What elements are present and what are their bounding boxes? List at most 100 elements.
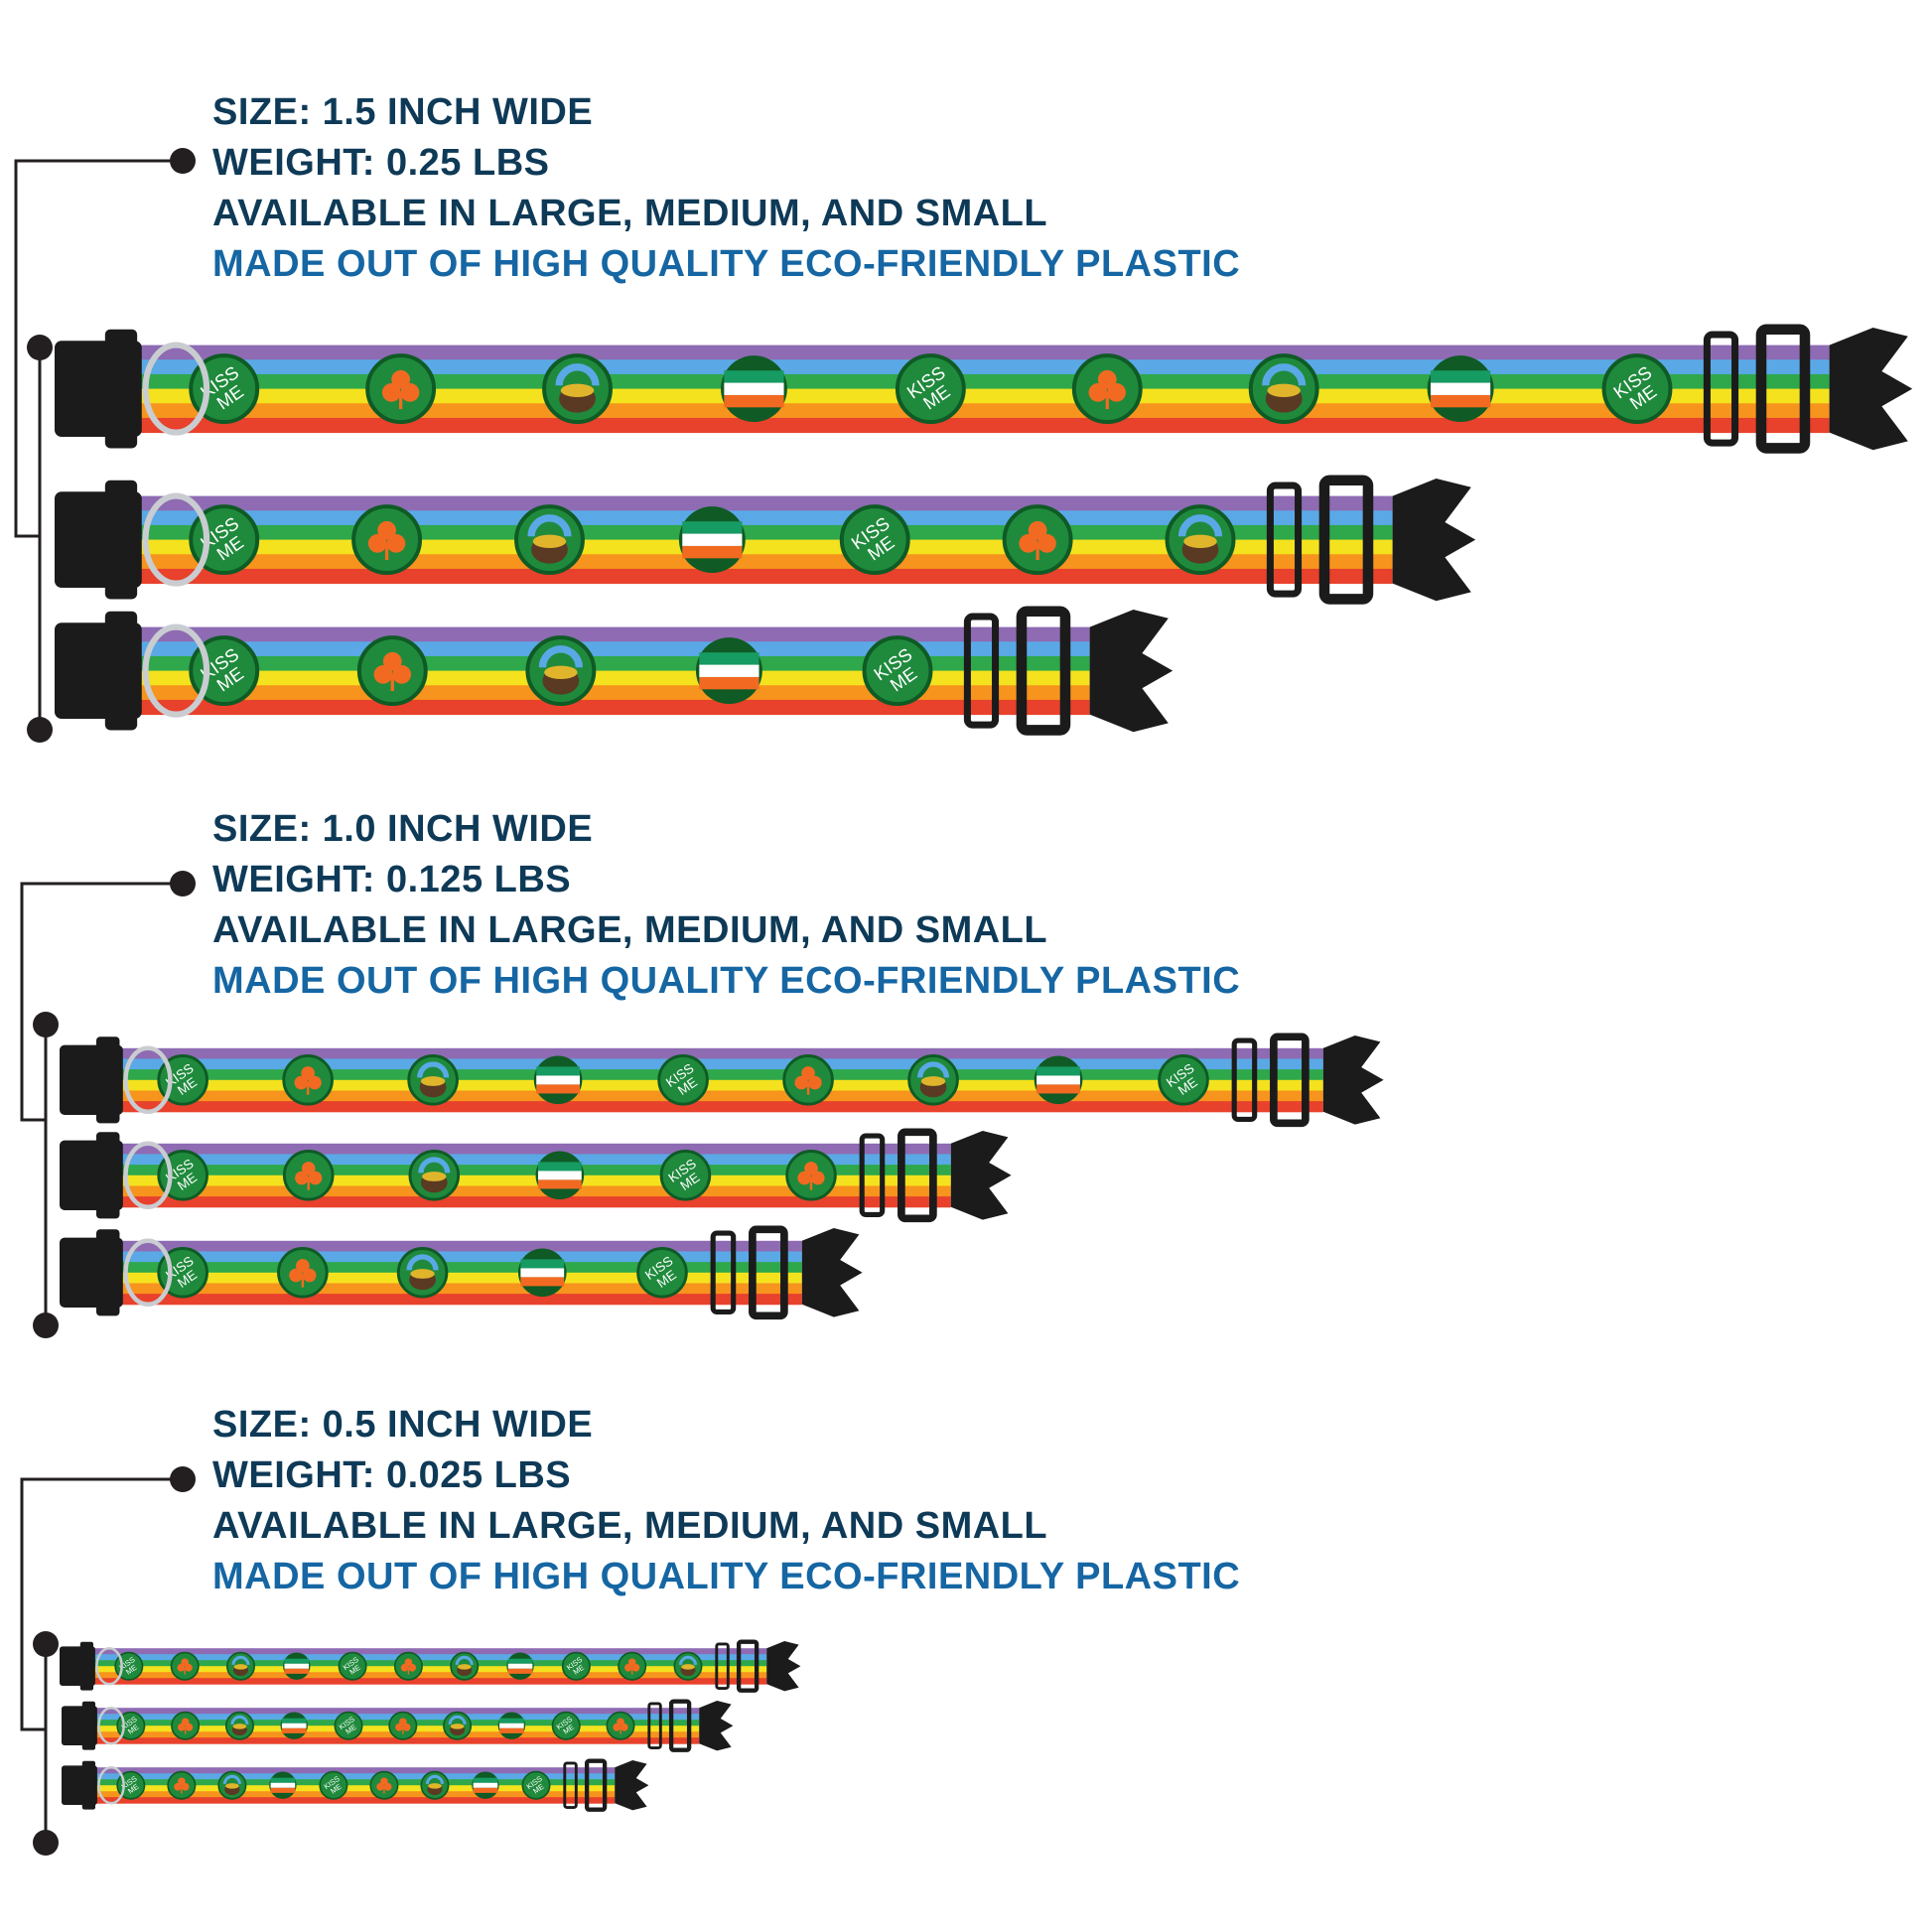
spec-block: SIZE: 0.5 INCH WIDE WEIGHT: 0.025 LBS AV… <box>212 1400 1240 1602</box>
collar-strap <box>112 1143 951 1208</box>
collar-strap <box>89 1647 767 1685</box>
irish-flag-icon <box>517 1248 567 1298</box>
pot-of-gold-icon <box>396 1247 449 1299</box>
shamrock-icon <box>171 1711 201 1740</box>
side-release-buckle-icon <box>1392 479 1476 602</box>
d-ring-icon <box>123 1141 173 1210</box>
strap-slider-icon <box>1703 331 1739 448</box>
side-release-buckle-icon <box>60 1229 123 1316</box>
strap-slider-icon <box>736 1639 759 1693</box>
strap-slider-icon <box>1318 475 1374 606</box>
group-connector <box>20 871 196 1338</box>
side-release-buckle-icon <box>60 1132 123 1219</box>
pot-of-gold-icon <box>420 1770 450 1800</box>
side-release-buckle-icon <box>1322 1035 1384 1125</box>
strap-slider-icon <box>584 1758 608 1812</box>
irish-flag-icon <box>472 1771 499 1799</box>
pot-of-gold-icon <box>1248 353 1319 425</box>
shamrock-icon <box>1002 504 1073 576</box>
group-connector <box>14 148 196 743</box>
pot-of-gold-icon <box>443 1711 473 1740</box>
shamrock-icon <box>606 1711 635 1740</box>
strap-slider-icon <box>859 1133 886 1218</box>
shamrock-icon <box>167 1770 197 1800</box>
shamrock-icon <box>282 1150 335 1201</box>
side-release-buckle-icon <box>801 1228 863 1317</box>
pot-of-gold-icon <box>525 635 597 707</box>
side-release-buckle-icon <box>62 1701 97 1750</box>
group-connector <box>20 1466 196 1856</box>
spec-block: SIZE: 1.0 INCH WIDE WEIGHT: 0.125 LBS AV… <box>212 804 1240 1007</box>
strap-slider-icon <box>749 1225 788 1320</box>
collar-group-0-5-inch: SIZE: 0.5 INCH WIDE WEIGHT: 0.025 LBS AV… <box>0 1350 1932 1932</box>
d-ring-icon <box>123 1238 173 1308</box>
strap-slider-icon <box>647 1702 662 1749</box>
shamrock-icon <box>369 1770 399 1800</box>
size-label: SIZE: 1.0 INCH WIDE <box>212 808 594 850</box>
pot-of-gold-icon <box>407 1054 459 1106</box>
irish-flag-icon <box>533 1055 583 1105</box>
shamrock-icon <box>1071 353 1143 425</box>
d-ring-icon <box>142 623 210 719</box>
shamrock-icon <box>782 1054 834 1106</box>
strap-slider-icon <box>1270 1033 1310 1128</box>
shamrock-icon <box>393 1651 423 1681</box>
irish-flag-icon <box>283 1652 311 1680</box>
d-ring-icon <box>97 1765 125 1805</box>
size-label: SIZE: 0.5 INCH WIDE <box>212 1404 594 1446</box>
side-release-buckle-icon <box>55 481 142 600</box>
pot-of-gold-icon <box>1165 504 1236 576</box>
strap-slider-icon <box>1231 1037 1258 1123</box>
d-ring-icon <box>97 1706 125 1745</box>
strap-slider-icon <box>1755 324 1811 455</box>
availability-label: AVAILABLE IN LARGE, MEDIUM, AND SMALL <box>212 909 1048 951</box>
weight-label: WEIGHT: 0.125 LBS <box>212 859 572 900</box>
side-release-buckle-icon <box>60 1036 123 1124</box>
pot-of-gold-icon <box>217 1770 247 1800</box>
collar-strap <box>91 1766 616 1804</box>
side-release-buckle-icon <box>60 1641 95 1691</box>
side-release-buckle-icon <box>766 1640 801 1692</box>
irish-flag-icon <box>1034 1055 1083 1105</box>
strap-slider-icon <box>668 1699 692 1752</box>
collar-strap <box>112 1240 802 1306</box>
availability-label: AVAILABLE IN LARGE, MEDIUM, AND SMALL <box>212 1505 1048 1547</box>
irish-flag-icon <box>721 355 787 423</box>
pot-of-gold-icon <box>673 1651 703 1681</box>
strap-slider-icon <box>963 613 1000 730</box>
irish-flag-icon <box>1427 355 1494 423</box>
irish-flag-icon <box>678 506 746 574</box>
side-release-buckle-icon <box>1829 328 1913 451</box>
pot-of-gold-icon <box>542 353 613 425</box>
strap-slider-icon <box>1266 482 1303 599</box>
material-label: MADE OUT OF HIGH QUALITY ECO-FRIENDLY PL… <box>212 1556 1241 1597</box>
shamrock-icon <box>356 635 428 707</box>
shamrock-icon <box>277 1247 329 1299</box>
shamrock-icon <box>351 504 423 576</box>
strap-slider-icon <box>1016 606 1071 737</box>
strap-slider-icon <box>715 1642 730 1690</box>
strap-slider-icon <box>897 1128 937 1223</box>
shamrock-icon <box>388 1711 418 1740</box>
collar-strap <box>127 626 1090 716</box>
shamrock-icon <box>170 1651 200 1681</box>
pot-of-gold-icon <box>514 504 585 576</box>
d-ring-icon <box>123 1045 173 1115</box>
